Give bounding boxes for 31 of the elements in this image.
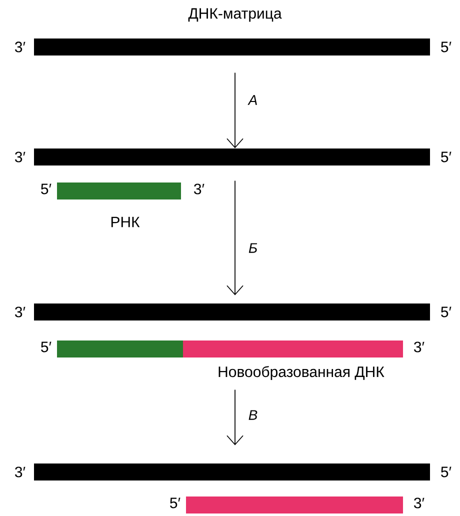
strand-bar — [183, 340, 403, 358]
strand-bar — [34, 38, 430, 56]
strand-bar — [34, 464, 430, 480]
strand-bar — [34, 304, 430, 320]
edge-label: В — [248, 410, 258, 420]
end-label: 5′ — [41, 342, 52, 352]
end-label: 5′ — [441, 152, 452, 162]
strand-label: Новообразованная ДНК — [218, 366, 384, 380]
end-label: 3′ — [15, 466, 26, 478]
arrow — [226, 72, 244, 148]
end-label: 5′ — [441, 466, 452, 478]
strand-bar — [186, 496, 403, 514]
end-label: 5′ — [170, 498, 180, 508]
end-label: 3′ — [194, 184, 204, 194]
strand-bar — [34, 148, 430, 166]
end-label: 3′ — [15, 152, 26, 162]
arrow — [226, 180, 244, 296]
end-label: 5′ — [441, 42, 452, 52]
arrow — [226, 389, 244, 446]
edge-label: Б — [248, 243, 258, 253]
end-label: 5′ — [41, 184, 52, 194]
strand-label: ДНК-матрица — [188, 8, 282, 22]
end-label: 3′ — [15, 42, 26, 52]
end-label: 3′ — [414, 342, 424, 352]
end-label: 3′ — [414, 498, 424, 508]
edge-label: А — [248, 95, 257, 105]
strand-bar — [57, 340, 183, 358]
end-label: 5′ — [441, 306, 452, 318]
strand-bar — [57, 182, 181, 200]
end-label: 3′ — [15, 306, 26, 318]
strand-label: РНК — [111, 216, 140, 228]
